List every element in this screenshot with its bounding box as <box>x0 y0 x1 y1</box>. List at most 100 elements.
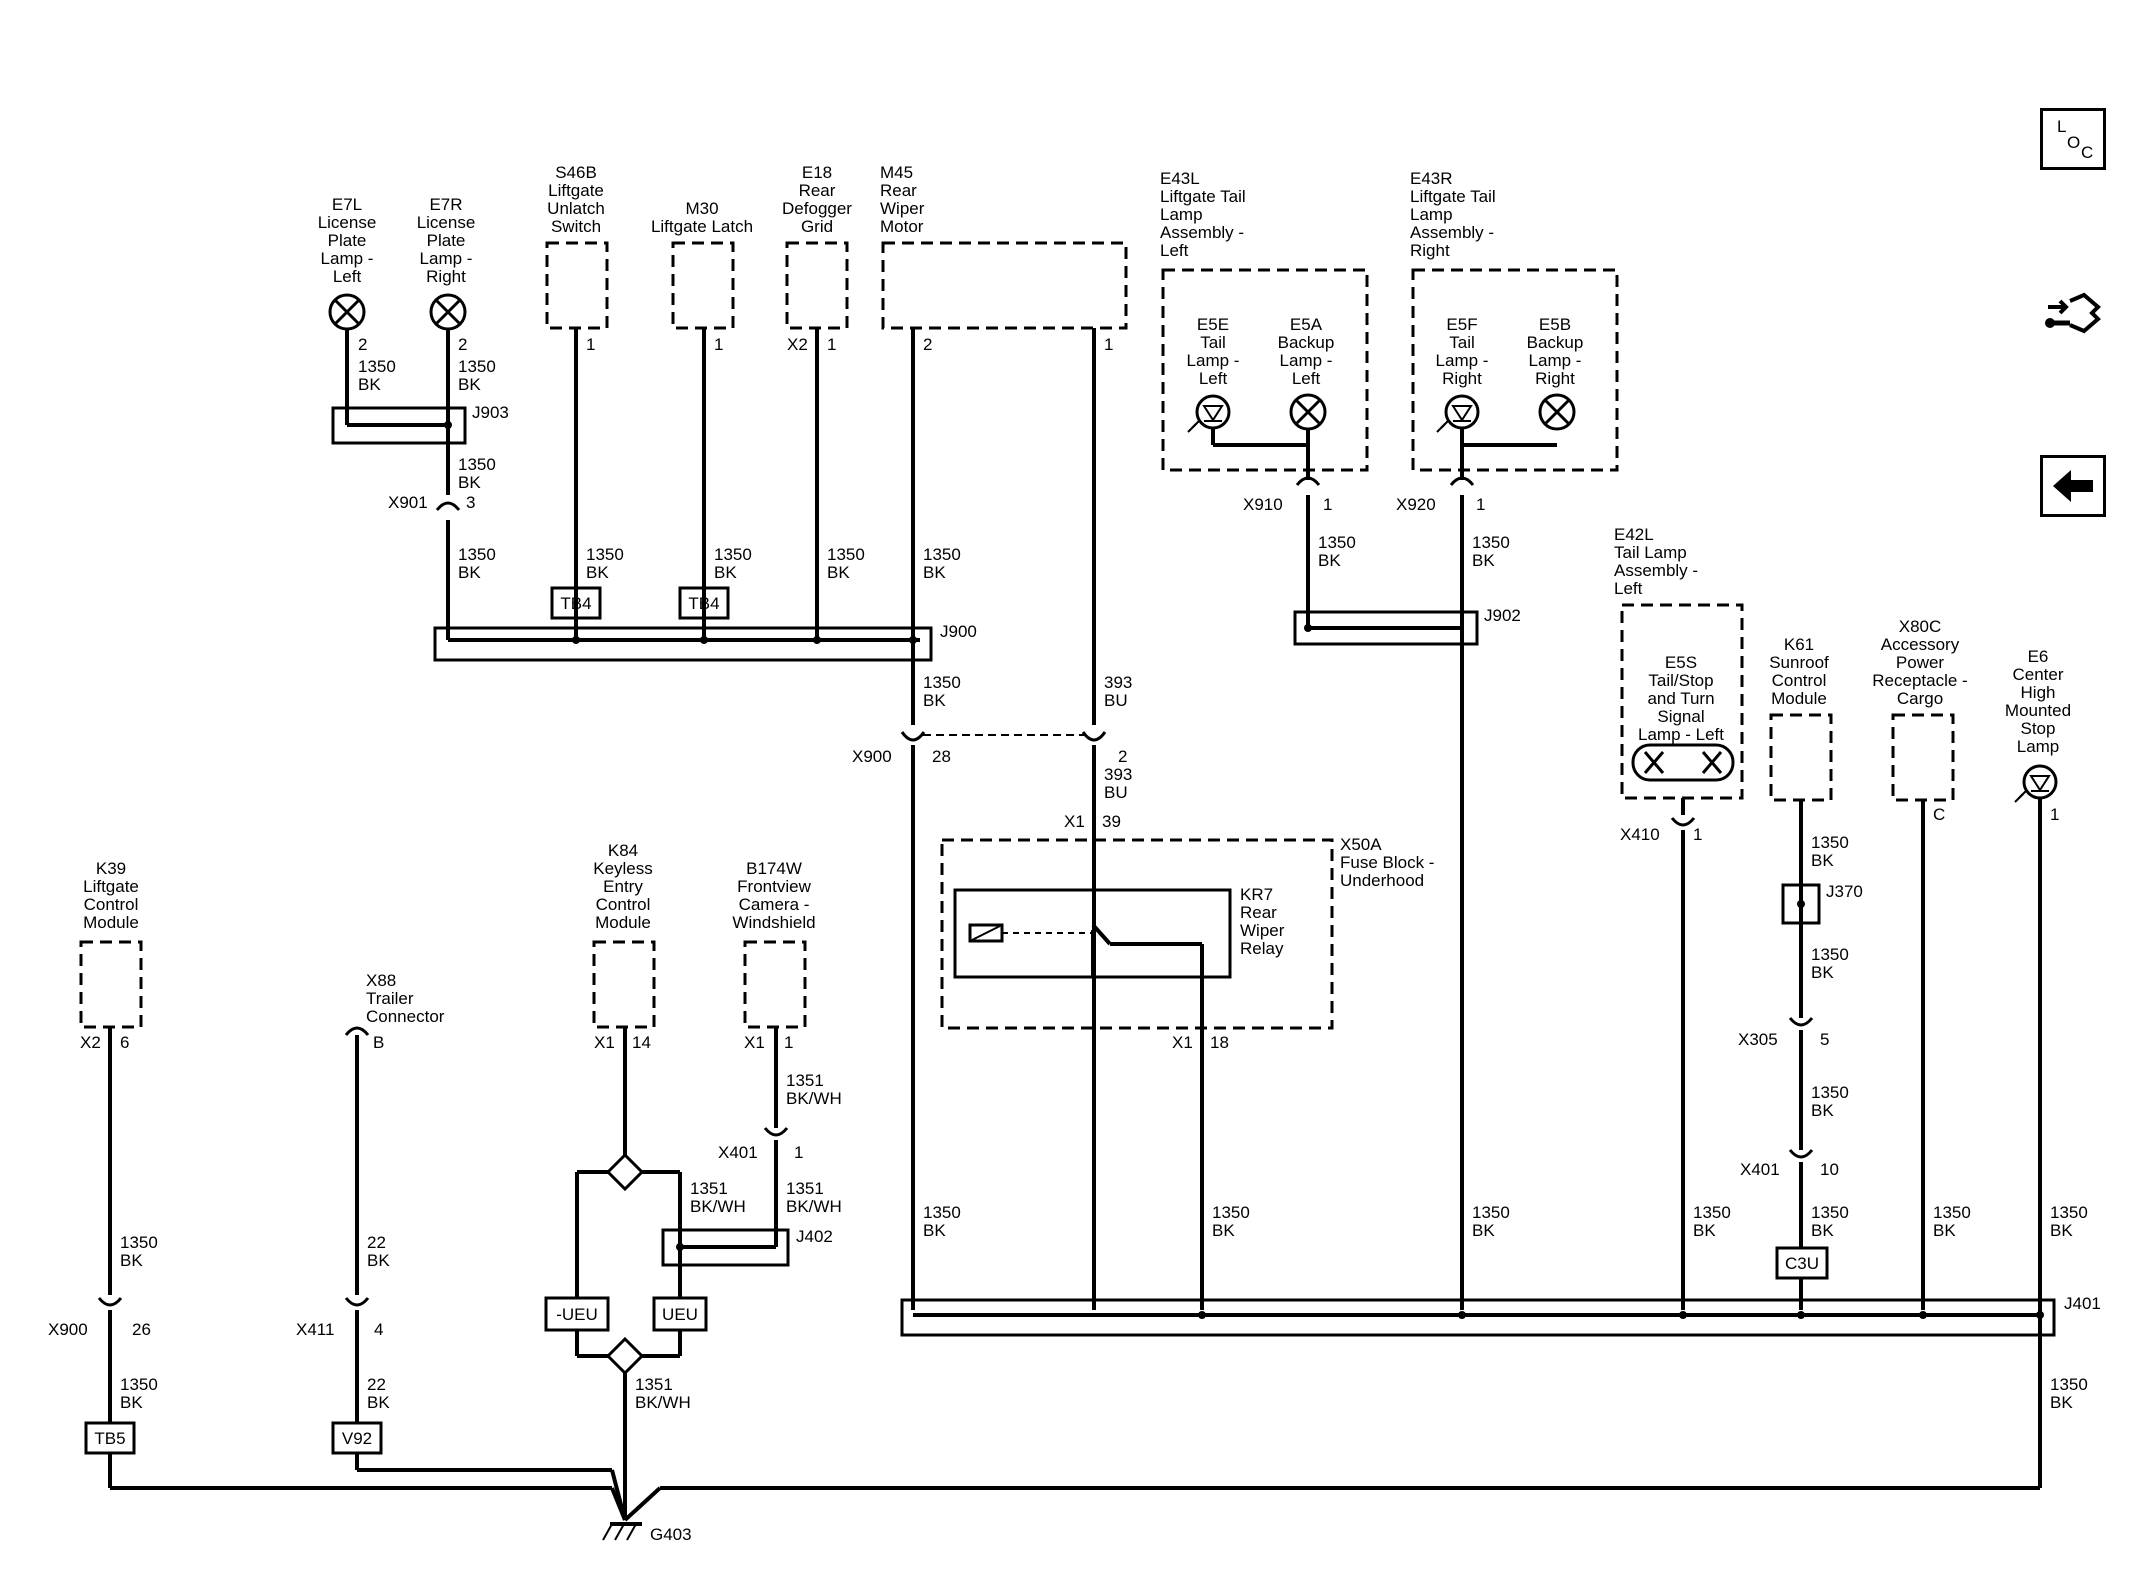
svg-text:Liftgate Tail: Liftgate Tail <box>1160 187 1246 206</box>
back-button[interactable] <box>2040 455 2106 517</box>
svg-text:X401: X401 <box>718 1143 758 1162</box>
svg-text:393: 393 <box>1104 673 1132 692</box>
svg-text:Receptacle -: Receptacle - <box>1872 671 1967 690</box>
svg-text:Control: Control <box>1772 671 1827 690</box>
svg-text:Unlatch: Unlatch <box>547 199 605 218</box>
svg-text:Control: Control <box>84 895 139 914</box>
svg-text:Wiper: Wiper <box>880 199 925 218</box>
svg-text:Frontview: Frontview <box>737 877 811 896</box>
svg-text:E43R: E43R <box>1410 169 1453 188</box>
svg-text:Lamp -: Lamp - <box>1436 351 1489 370</box>
svg-text:S46B: S46B <box>555 163 597 182</box>
svg-text:J903: J903 <box>472 403 509 422</box>
connector-x410-icon <box>1670 817 1696 827</box>
svg-text:Control: Control <box>596 895 651 914</box>
svg-text:Camera -: Camera - <box>739 895 810 914</box>
connector-x901-icon <box>435 501 461 511</box>
svg-text:1: 1 <box>1323 495 1332 514</box>
label-e7l: E7L License Plate Lamp - Left <box>318 195 377 286</box>
svg-text:C3U: C3U <box>1785 1254 1819 1273</box>
svg-text:1351: 1351 <box>690 1179 728 1198</box>
svg-text:2: 2 <box>458 335 467 354</box>
label-e5s: E5S Tail/Stop and Turn Signal Lamp - Lef… <box>1638 653 1724 744</box>
label-k39: K39 Liftgate Control Module <box>83 859 139 932</box>
svg-text:Motor: Motor <box>880 217 924 236</box>
svg-text:Power: Power <box>1896 653 1945 672</box>
svg-text:Right: Right <box>1410 241 1450 260</box>
svg-text:22: 22 <box>367 1233 386 1252</box>
svg-text:1: 1 <box>2050 805 2059 824</box>
inline-c3u: C3U <box>1775 1246 1829 1280</box>
svg-text:1350: 1350 <box>120 1233 158 1252</box>
splice-dots <box>444 421 2044 1319</box>
svg-text:1: 1 <box>586 335 595 354</box>
svg-text:BK: BK <box>458 375 481 394</box>
svg-text:TB5: TB5 <box>94 1429 125 1448</box>
svg-text:Lamp -: Lamp - <box>420 249 473 268</box>
svg-text:28: 28 <box>932 747 951 766</box>
svg-text:2: 2 <box>358 335 367 354</box>
svg-text:4: 4 <box>374 1320 383 1339</box>
connector-x401-10-icon <box>1788 1149 1814 1159</box>
svg-text:1350: 1350 <box>827 545 865 564</box>
svg-text:Right: Right <box>1442 369 1482 388</box>
junction-j902: J902 <box>1293 606 1521 646</box>
svg-text:X88: X88 <box>366 971 396 990</box>
connector-x401-1-icon <box>763 1127 789 1137</box>
svg-text:J370: J370 <box>1826 882 1863 901</box>
svg-text:39: 39 <box>1102 812 1121 831</box>
svg-text:1350: 1350 <box>2050 1375 2088 1394</box>
svg-text:K84: K84 <box>608 841 638 860</box>
svg-text:Lamp -: Lamp - <box>321 249 374 268</box>
svg-text:X1: X1 <box>744 1033 765 1052</box>
label-e5a: E5A Backup Lamp - Left <box>1278 315 1335 388</box>
svg-text:Cargo: Cargo <box>1897 689 1943 708</box>
svg-text:X2: X2 <box>787 335 808 354</box>
connector-tools-button[interactable] <box>2040 285 2106 347</box>
x50a-box <box>940 838 1334 1030</box>
connector-x920-icon <box>1449 476 1475 486</box>
svg-text:Left: Left <box>1199 369 1228 388</box>
connector-x900-26-icon <box>97 1297 123 1307</box>
svg-text:Mounted: Mounted <box>2005 701 2071 720</box>
e18-box <box>785 241 849 330</box>
svg-text:E5B: E5B <box>1539 315 1571 334</box>
loc-icon-letter-c: C <box>2081 143 2094 162</box>
pin-labels: 2 2 1 1 1 2 1 2 1 C 1 B <box>358 335 2059 1052</box>
svg-text:Lamp -: Lamp - <box>1187 351 1240 370</box>
loc-button[interactable]: L O C <box>2040 108 2106 170</box>
svg-text:Lamp - Left: Lamp - Left <box>1638 725 1724 744</box>
svg-text:1350: 1350 <box>1472 1203 1510 1222</box>
svg-text:X901: X901 <box>388 493 428 512</box>
svg-text:Lamp: Lamp <box>1410 205 1453 224</box>
svg-text:E43L: E43L <box>1160 169 1200 188</box>
svg-text:E6: E6 <box>2028 647 2049 666</box>
e7l-lamp-icon <box>328 293 366 331</box>
svg-text:BK: BK <box>367 1251 390 1270</box>
svg-text:Defogger: Defogger <box>782 199 852 218</box>
svg-text:Lamp: Lamp <box>1160 205 1203 224</box>
svg-text:E5A: E5A <box>1290 315 1323 334</box>
svg-text:BK: BK <box>1472 551 1495 570</box>
svg-text:Lamp -: Lamp - <box>1280 351 1333 370</box>
svg-text:Underhood: Underhood <box>1340 871 1424 890</box>
connector-x900-28-icon <box>900 731 926 742</box>
svg-text:393: 393 <box>1104 765 1132 784</box>
connector-tools-icon <box>2045 292 2101 334</box>
connector-x900-2-icon <box>1081 731 1107 742</box>
svg-text:BK: BK <box>1811 963 1834 982</box>
svg-text:1350: 1350 <box>1811 1083 1849 1102</box>
svg-text:18: 18 <box>1210 1033 1229 1052</box>
svg-text:Left: Left <box>1614 579 1643 598</box>
connector-x305-icon <box>1788 1017 1814 1027</box>
svg-text:KR7: KR7 <box>1240 885 1273 904</box>
svg-text:BK: BK <box>1693 1221 1716 1240</box>
label-e5f: E5F Tail Lamp - Right <box>1436 315 1489 388</box>
svg-text:Entry: Entry <box>603 877 643 896</box>
svg-text:Module: Module <box>1771 689 1827 708</box>
loc-icon-letter-o: O <box>2067 133 2081 152</box>
svg-text:BK: BK <box>923 691 946 710</box>
junction-j903: J903 <box>331 403 509 445</box>
svg-text:Tail: Tail <box>1200 333 1226 352</box>
svg-text:J401: J401 <box>2064 1294 2101 1313</box>
